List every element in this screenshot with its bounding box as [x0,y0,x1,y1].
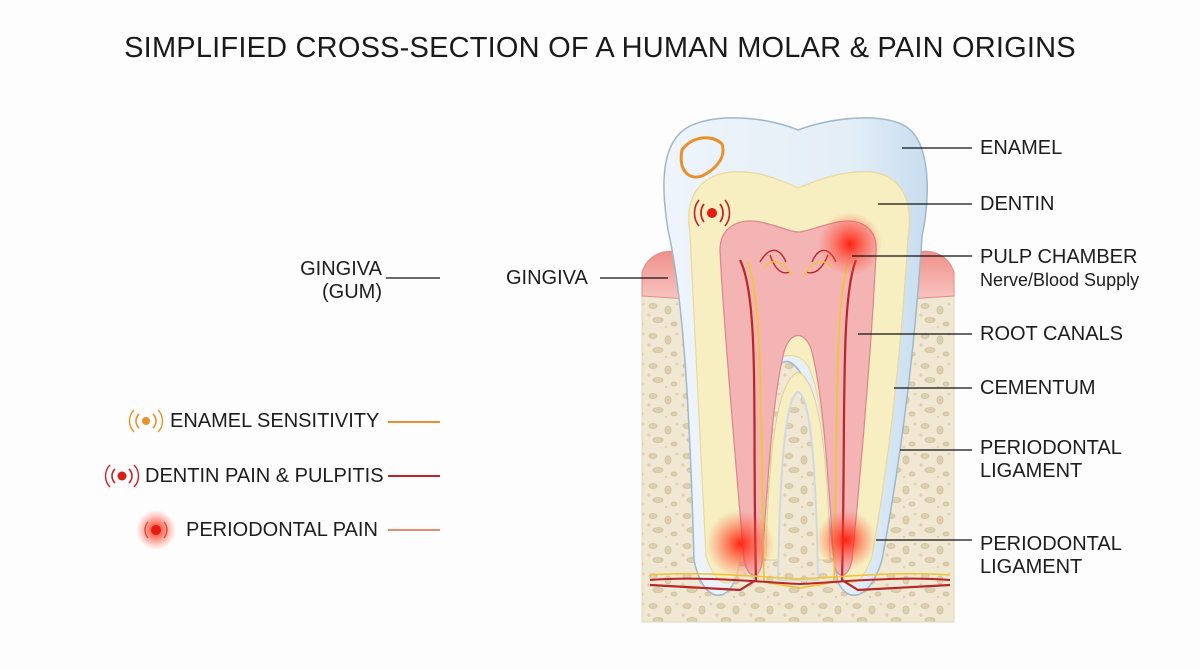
legend-dentin-pain-pulpitis: DENTIN PAIN & PULPITIS [145,465,384,487]
page-title: SIMPLIFIED CROSS-SECTION OF A HUMAN MOLA… [124,32,1076,64]
periodontal-ligament-1-line1: PERIODONTAL [980,437,1122,459]
periodontal-ligament-2-line2: LIGAMENT [980,556,1083,578]
pain-glows [706,212,882,578]
leader-lines [386,147,972,541]
legend-periodontal-pain: PERIODONTAL PAIN [186,519,378,541]
periodontal-ligament-2-line1: PERIODONTAL [980,533,1122,555]
dentin-label: DENTIN [980,193,1055,215]
enamel-sensitivity-spot [679,136,725,179]
enamel-label: ENAMEL [980,137,1063,159]
periodontal-ligament-label-2: PERIODONTAL LIGAMENT [980,533,1122,579]
gingiva-label: GINGIVA [506,267,588,289]
pulp-chamber-subtitle: Nerve/Blood Supply [980,270,1140,290]
root-canals-label: ROOT CANALS [980,323,1123,345]
gingiva-gum-line1: GINGIVA [300,258,382,280]
dentin-pain-marker [693,199,731,227]
enamel-sensitivity-icon [128,409,164,433]
pulp-chamber-label: PULP CHAMBER Nerve/Blood Supply [980,246,1139,292]
gingiva-gum-label: GINGIVA (GUM) [272,258,382,304]
periodontal-ligament-label-1: PERIODONTAL LIGAMENT [980,437,1122,483]
periodontal-pain-icon [136,510,176,550]
gingiva-gum-line2: (GUM) [322,281,382,303]
periodontal-ligament-1-line2: LIGAMENT [980,460,1083,482]
legend-enamel-sensitivity: ENAMEL SENSITIVITY [170,410,380,432]
pulp-chamber-title: PULP CHAMBER [980,246,1138,268]
pulpitis-pain-icon [104,464,140,488]
cementum-label: CEMENTUM [980,377,1096,399]
